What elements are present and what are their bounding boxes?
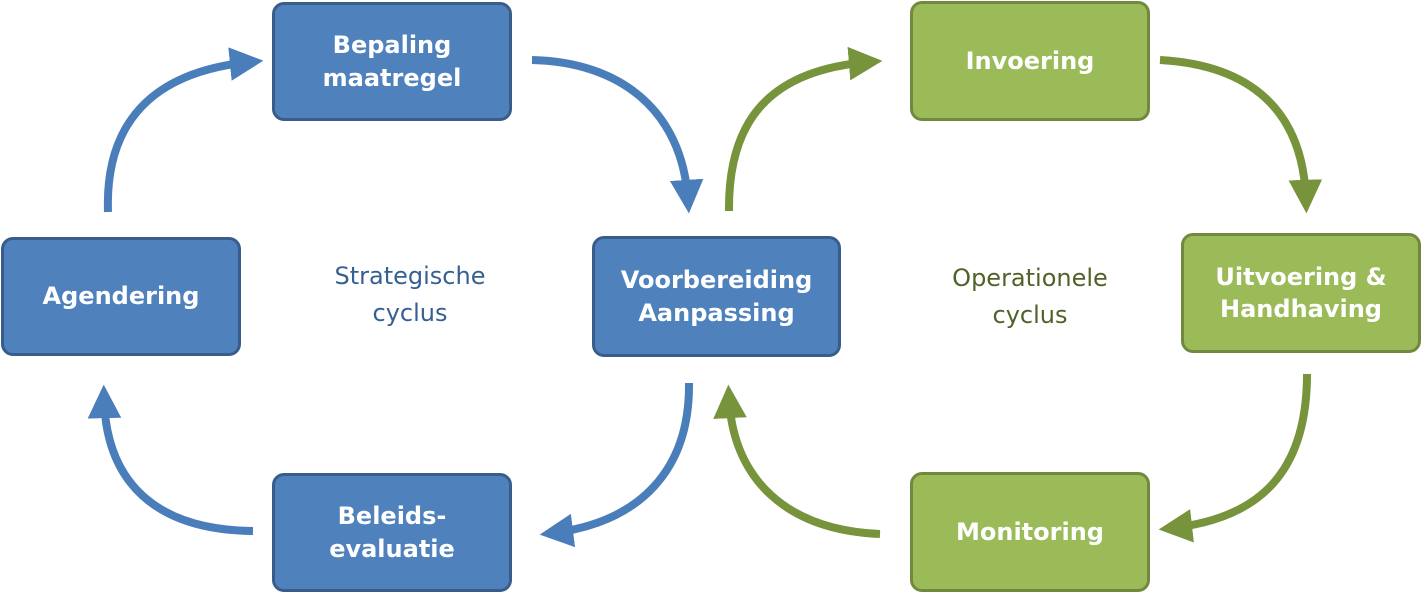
node-agendering: Agendering (1, 237, 241, 356)
node-bepaling-maatregel-label: Bepaling maatregel (322, 31, 462, 92)
operational-cycle-label: Operationele cyclus (952, 264, 1108, 330)
node-monitoring-label: Monitoring (956, 517, 1104, 546)
strategic-cycle-label: Strategische cyclus (334, 262, 486, 328)
arrow-voorbereiding-to-evaluatie (539, 382, 694, 548)
node-invoering: Invoering (910, 1, 1150, 121)
node-monitoring: Monitoring (910, 472, 1150, 592)
node-uitvoering-handhaving-label: Uitvoering & Handhaving (1215, 262, 1387, 323)
arrow-voorbereiding-to-invoering (724, 46, 883, 212)
node-agendering-label: Agendering (42, 282, 200, 311)
arrow-agendering-to-bepaling (103, 47, 264, 213)
arrow-invoering-to-uitvoering (1159, 56, 1323, 214)
node-voorbereiding-aanpassing: Voorbereiding Aanpassing (592, 236, 841, 357)
node-uitvoering-handhaving: Uitvoering & Handhaving (1181, 233, 1421, 353)
node-voorbereiding-aanpassing-label: Voorbereiding Aanpassing (620, 266, 813, 327)
node-beleidsevaluatie-label: Beleids- evaluatie (329, 502, 455, 563)
node-bepaling-maatregel: Bepaling maatregel (272, 2, 512, 121)
arrow-evaluatie-to-agendering (87, 384, 254, 535)
arrow-bepaling-to-voorbereiding (531, 56, 704, 214)
node-invoering-label: Invoering (965, 46, 1095, 75)
node-beleidsevaluatie: Beleids- evaluatie (272, 473, 512, 592)
arrow-monitoring-to-voorbereiding (713, 384, 881, 538)
arrow-uitvoering-to-monitoring (1158, 373, 1311, 543)
